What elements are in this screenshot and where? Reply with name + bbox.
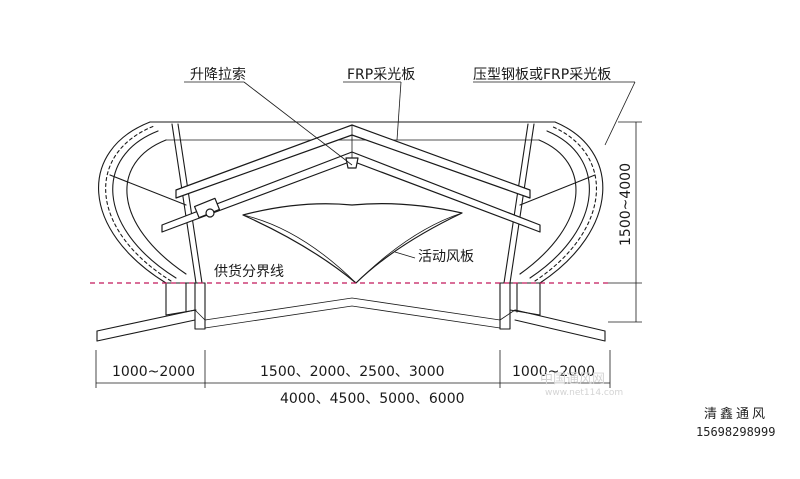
watermark-main: 中国通风网	[540, 372, 605, 387]
dim-center-row2: 4000、4500、5000、6000	[280, 391, 465, 407]
label-louver: 活动风板	[418, 249, 474, 265]
frp-gable	[161, 124, 541, 233]
frame-struts	[109, 123, 596, 284]
label-frp-panel: FRP采光板	[347, 67, 415, 83]
brand-name: 清鑫通风	[704, 406, 768, 422]
leader-lines	[184, 81, 636, 259]
dim-right-width: 1000~2000	[512, 364, 595, 380]
width-dimension	[95, 350, 611, 388]
left-arc-panel	[98, 121, 187, 284]
roof-base	[96, 297, 606, 342]
dim-left-width: 1000~2000	[112, 364, 195, 380]
right-arc-panel	[519, 121, 604, 284]
label-height-range: 1500~4000	[618, 163, 634, 246]
lift-cylinder	[193, 197, 221, 219]
brand-phone: 15698298999	[696, 425, 775, 439]
label-steel-or-frp: 压型钢板或FRP采光板	[473, 67, 611, 83]
louver-blade	[242, 203, 463, 284]
height-dimension	[608, 121, 642, 323]
dim-center-row1: 1500、2000、2500、3000	[260, 364, 445, 380]
top-frame	[149, 121, 556, 141]
label-lift-cable: 升降拉索	[190, 66, 246, 83]
label-supply-boundary: 供货分界线	[214, 263, 284, 280]
watermark-url: www.net114.com	[545, 388, 623, 398]
